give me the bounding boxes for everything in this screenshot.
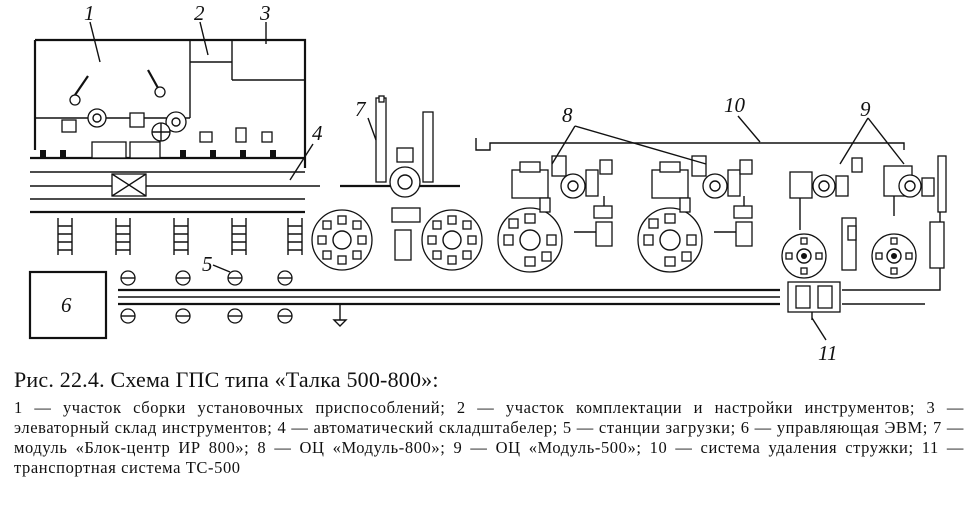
machining-centers-module-800 xyxy=(511,155,753,247)
block-center-module xyxy=(340,95,460,261)
transport-system-cart xyxy=(787,281,841,320)
chip-removal-pipeline xyxy=(475,138,905,151)
callout-9: 9 xyxy=(860,97,871,121)
caption-title: Рис. 22.4. Схема ГПС типа «Талка 500-800… xyxy=(14,367,439,392)
callout-11: 11 xyxy=(818,341,837,365)
fixture-assembly-stations xyxy=(61,69,187,142)
control-computer-room xyxy=(28,270,108,340)
loading-stations xyxy=(118,160,941,327)
callout-7: 7 xyxy=(355,97,367,121)
callout-leaders xyxy=(89,21,905,341)
callout-10: 10 xyxy=(724,93,746,117)
callout-4: 4 xyxy=(312,121,323,145)
machining-centers-module-500 xyxy=(789,155,947,271)
callout-5: 5 xyxy=(202,252,213,276)
automatic-stacker-warehouse xyxy=(30,127,320,255)
callout-2: 2 xyxy=(194,1,205,25)
callout-6: 6 xyxy=(61,293,72,317)
callout-1: 1 xyxy=(84,1,95,25)
pallet-turntables xyxy=(311,207,917,279)
assembly-building xyxy=(33,38,307,168)
gps-layout-diagram: 1 2 3 4 5 6 7 8 9 10 11 xyxy=(28,1,947,365)
figure-caption: Рис. 22.4. Схема ГПС типа «Талка 500-800… xyxy=(14,366,964,478)
callout-labels: 1 2 3 4 5 6 7 8 9 10 11 xyxy=(61,1,871,365)
callout-8: 8 xyxy=(562,103,573,127)
callout-3: 3 xyxy=(259,1,271,25)
caption-legend: 1 — участок сборки установочных приспосо… xyxy=(14,398,964,477)
